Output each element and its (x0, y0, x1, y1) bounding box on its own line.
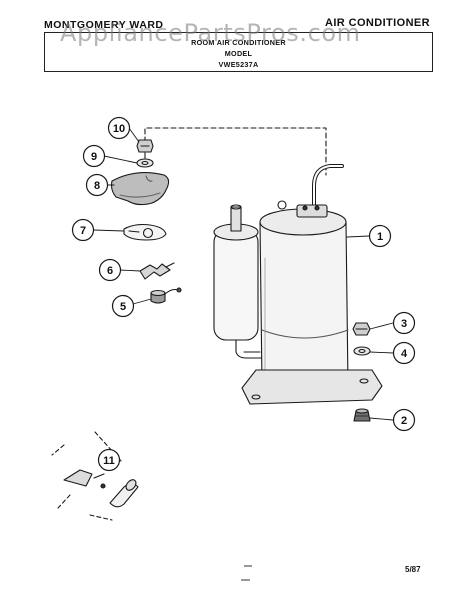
brand-header: MONTGOMERY WARD (44, 19, 164, 31)
scan-marks (241, 565, 252, 581)
part-2-grommet (353, 408, 371, 422)
part-9-washer (136, 158, 154, 168)
part-5-overload-protector (150, 287, 182, 304)
part-4-washer (353, 346, 371, 356)
callout-6-label: 6 (107, 265, 113, 277)
callout-7: 7 (71, 218, 95, 242)
callout-1-label: 1 (377, 231, 383, 243)
date-code: 5/87 (405, 565, 421, 574)
callout-4-label: 4 (401, 348, 408, 360)
callout-10-label: 10 (113, 123, 125, 135)
callout-6: 6 (98, 258, 122, 282)
part-6-overload-bracket (139, 262, 175, 280)
title-line-product: ROOM AIR CONDITIONER (191, 38, 286, 47)
callout-1: 1 (368, 224, 392, 248)
title-box: ROOM AIR CONDITIONER MODEL VWE5237A (44, 32, 433, 72)
callout-5: 5 (111, 294, 135, 318)
callout-5-label: 5 (120, 301, 126, 313)
watermark: AppliancePartsPros.com (60, 19, 361, 47)
part-1-compressor (241, 164, 383, 405)
callout-7-label: 7 (80, 225, 86, 237)
callout-10: 10 (107, 116, 131, 140)
callout-9: 9 (82, 144, 106, 168)
title-line-model-label: MODEL (224, 49, 253, 58)
accumulator-canister (213, 204, 263, 359)
callout-9-label: 9 (91, 151, 97, 163)
callout-11-label: 11 (103, 455, 115, 467)
callout-8: 8 (85, 173, 109, 197)
callout-2-label: 2 (401, 415, 407, 427)
callout-3: 3 (392, 311, 416, 335)
part-3-mounting-nut (352, 322, 371, 336)
title-line-model-number: VWE5237A (218, 60, 259, 69)
part-11-capacitor-inset (51, 431, 139, 521)
callout-11: 11 (97, 448, 121, 472)
part-10-nut (136, 139, 154, 153)
category-header: AIR CONDITIONER (325, 17, 430, 29)
part-8-terminal-cover (110, 172, 170, 206)
callout-3-label: 3 (401, 318, 407, 330)
callout-8-label: 8 (94, 180, 100, 192)
callout-2: 2 (392, 408, 416, 432)
assembly-dashed-line (144, 127, 327, 176)
leader-lines (92, 127, 394, 421)
callout-4: 4 (392, 341, 416, 365)
part-7-clamp (123, 223, 167, 241)
